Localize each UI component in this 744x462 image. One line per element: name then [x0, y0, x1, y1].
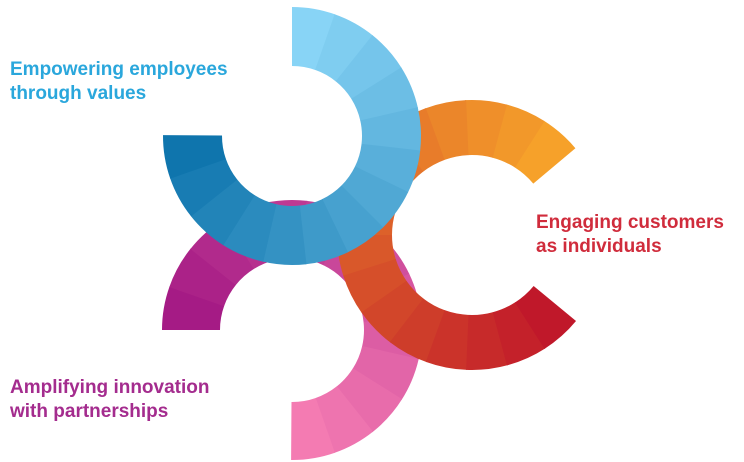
customers-ring-segment: [343, 259, 407, 314]
employees-ring-segment: [169, 158, 238, 217]
employees-ring-segment: [354, 143, 421, 193]
employees-ring-segment: [335, 35, 402, 100]
employees-ring-segment: [315, 14, 374, 82]
innovation-label: Amplifying innovation with partnerships: [10, 376, 210, 424]
customers-ring-segment: [514, 285, 577, 349]
customers-label-line-2: as individuals: [536, 236, 662, 257]
innovation-ring-segment: [336, 368, 403, 433]
innovation-label-line-2: with partnerships: [10, 401, 169, 422]
innovation-ring-segment: [291, 397, 335, 460]
customers-ring-segment: [361, 280, 424, 343]
innovation-ring-segment: [315, 386, 374, 454]
employees-ring-segment: [292, 7, 336, 71]
customers-ring-segment: [425, 310, 470, 370]
employees-label: Empowering employees through values: [10, 58, 228, 106]
employees-ring-segment: [163, 135, 226, 179]
innovation-ring-segment: [352, 346, 419, 400]
innovation-label-line-1: Amplifying innovation: [10, 377, 210, 398]
employees-ring-segment: [341, 166, 409, 228]
employees-ring-segment: [360, 107, 421, 152]
customers-ring-segment: [492, 302, 546, 366]
customers-ring-segment: [492, 104, 545, 168]
customers-ring-segment: [466, 312, 508, 371]
employees-label-line-1: Empowering employees: [10, 59, 228, 80]
customers-label-line-1: Engaging customers: [536, 212, 724, 233]
customers-ring-segment: [465, 100, 507, 158]
employees-ring-segment: [321, 185, 384, 253]
innovation-ring-segment: [169, 248, 237, 307]
employees-ring-segment: [351, 67, 418, 121]
customers-ring-segment: [424, 100, 469, 161]
employees-ring-segment: [222, 195, 277, 262]
customers-ring-segment: [514, 120, 576, 184]
innovation-ring-segment: [190, 219, 255, 286]
employees-ring-segment: [262, 204, 307, 265]
innovation-ring-segment: [162, 286, 225, 330]
customers-ring-segment: [389, 298, 446, 363]
employees-ring: [163, 7, 421, 265]
employees-ring-segment: [190, 179, 255, 246]
employees-ring-segment: [299, 199, 348, 265]
customers-label: Engaging customers as individuals: [536, 211, 724, 259]
employees-label-line-2: through values: [10, 83, 147, 104]
